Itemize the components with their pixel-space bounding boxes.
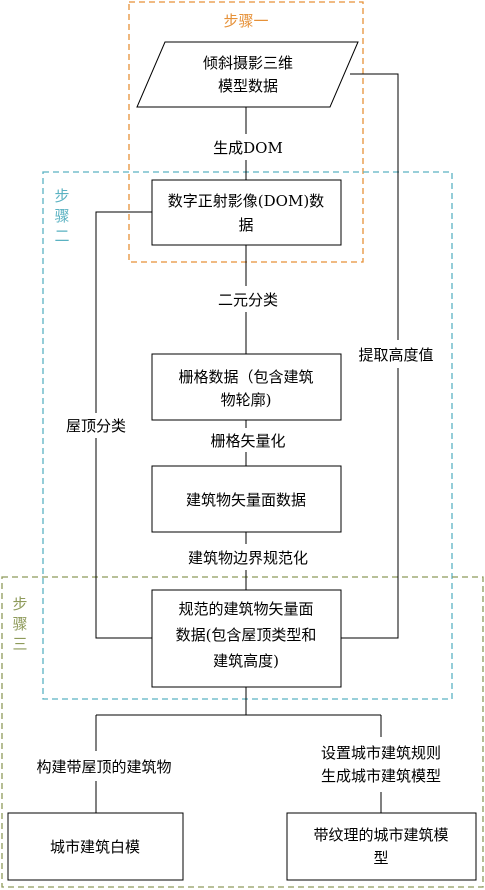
regular-vector-node <box>151 589 342 688</box>
edge-label-generate-dom: 生成DOM <box>213 139 283 157</box>
edge-label-raster-vectorize: 栅格矢量化 <box>210 432 285 450</box>
raster-data-line-2: 物轮廓) <box>221 391 272 409</box>
edge-roof-classify-left <box>95 211 152 413</box>
step3-label-3: 三 <box>12 635 27 653</box>
white-model-line-1: 城市建筑白模 <box>50 838 140 856</box>
edge-label-roof-classify: 屋顶分类 <box>66 417 126 435</box>
dom-data-line-1: 数字正射影像(DOM)数 <box>168 192 324 210</box>
edge-label-binary-classify: 二元分类 <box>218 291 278 309</box>
oblique-data-node <box>136 41 359 108</box>
connectors <box>95 73 399 813</box>
textured-model-node <box>286 812 477 881</box>
raster-data-node <box>151 353 342 421</box>
edge-label-build-roof: 构建带屋顶的建筑物 <box>36 758 171 776</box>
edge-extract-height-top <box>350 73 399 340</box>
textured-model-line-2: 型 <box>373 849 388 867</box>
edge-label-boundary-regularize: 建筑物边界规范化 <box>188 549 308 567</box>
regular-vector-line-1: 规范的建筑物矢量面 <box>178 600 313 618</box>
step2-label-2: 骤 <box>54 207 69 225</box>
regular-vector-line-3: 建筑高度) <box>213 652 279 670</box>
step2-label-3: 二 <box>54 227 69 245</box>
edge-roof-classify-left-bottom <box>95 438 152 639</box>
step3-frame <box>1 576 484 888</box>
textured-model-line-1: 带纹理的城市建筑模 <box>313 826 448 844</box>
regular-vector-line-2: 数据(包含屋顶类型和 <box>176 626 317 644</box>
step3-label-2: 骤 <box>12 615 27 633</box>
raster-data-line-1: 栅格数据（包含建筑 <box>178 368 313 386</box>
edge-label-set-rules-2: 生成城市建筑模型 <box>321 767 441 785</box>
step2-label-1: 步 <box>54 187 69 205</box>
edge-extract-height-bottom <box>341 368 399 639</box>
step1-label: 步骤一 <box>223 12 268 30</box>
step2-frame <box>42 171 453 700</box>
oblique-data-line-1: 倾斜摄影三维 <box>203 54 293 72</box>
oblique-data-line-2: 模型数据 <box>218 77 278 95</box>
white-model-node <box>7 812 184 881</box>
edge-label-set-rules-1: 设置城市建筑规则 <box>321 744 441 762</box>
dom-data-node <box>151 179 342 246</box>
step3-label-1: 步 <box>12 595 27 613</box>
dom-data-line-2: 据 <box>238 216 253 234</box>
building-vector-node <box>151 465 342 533</box>
building-vector-line-1: 建筑物矢量面数据 <box>186 491 306 509</box>
edge-label-extract-height: 提取高度值 <box>358 346 433 364</box>
